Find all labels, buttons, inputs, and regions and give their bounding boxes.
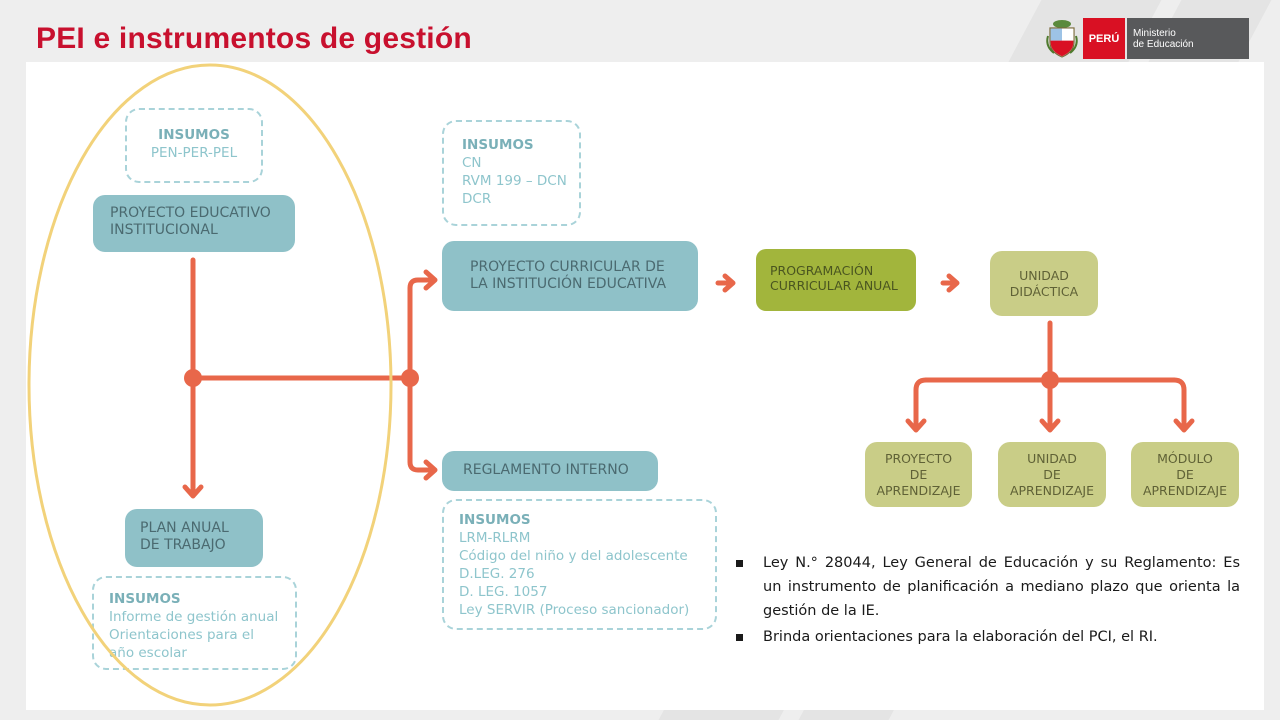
box-line: APRENDIZAJE <box>1142 482 1228 498</box>
box-line: PROGRAMACIÓN <box>770 263 874 278</box>
pei-box: PROYECTO EDUCATIVO INSTITUCIONAL <box>93 195 295 252</box>
pcie-inputs-box: INSUMOS CN RVM 199 – DCN DCR <box>442 120 581 226</box>
box-line: CURRICULAR ANUAL <box>770 278 898 293</box>
arrowhead-pcie <box>423 269 438 291</box>
connector-branch-pcie <box>407 277 435 381</box>
inputs-line: Ley SERVIR (Proceso sancionador) <box>459 602 690 618</box>
inputs-line: LRM-RLRM <box>459 530 531 546</box>
pca-box: PROGRAMACIÓN CURRICULAR ANUAL <box>756 249 916 311</box>
inputs-line: CN <box>462 155 482 171</box>
ud-box: UNIDAD DIDÁCTICA <box>990 251 1098 316</box>
box-line: UNIDAD <box>1027 450 1077 466</box>
ri-inputs-box: INSUMOS LRM-RLRM Código del niño y del a… <box>442 499 717 630</box>
connector-branch-ri <box>407 375 435 473</box>
ministry-logo: PERÚ Ministerio de Educación <box>1046 18 1249 59</box>
peru-label: PERÚ <box>1083 18 1125 59</box>
junction-dot <box>1041 371 1059 389</box>
box-line: PROYECTO EDUCATIVO <box>110 205 271 221</box>
proyecto-box: PROYECTO DE APRENDIZAJE <box>865 442 972 507</box>
pat-box: PLAN ANUAL DE TRABAJO <box>125 509 263 567</box>
box-line: APRENDIZAJE <box>876 482 961 498</box>
coat-of-arms-icon <box>1046 20 1078 58</box>
arrowhead-ri <box>423 459 438 481</box>
inputs-line: PEN-PER-PEL <box>150 145 238 161</box>
box-line: APRENDIZAJE <box>1009 482 1095 498</box>
box-line: DE <box>909 466 928 482</box>
arrowhead-modulo <box>1173 418 1195 433</box>
modulo-box: MÓDULO DE APRENDIZAJE <box>1131 442 1239 507</box>
box-line: UNIDAD <box>1019 267 1069 283</box>
inputs-line: D. LEG. 1057 <box>459 584 548 600</box>
box-line: INSTITUCIONAL <box>110 222 218 238</box>
box-line: DIDÁCTICA <box>1009 283 1079 299</box>
box-line: DE <box>1176 466 1194 482</box>
box-line: DE TRABAJO <box>140 537 226 553</box>
box-line: LA INSTITUCIÓN EDUCATIVA <box>470 276 667 292</box>
box-line: DE <box>1043 466 1061 482</box>
connector-to-modulo <box>1171 377 1187 431</box>
ministry-line: de Educación <box>1133 38 1194 50</box>
inputs-line: DCR <box>462 191 492 207</box>
unidad-box: UNIDAD DE APRENDIZAJE <box>998 442 1106 507</box>
inputs-line: D.LEG. 276 <box>459 566 535 582</box>
pei-inputs-box: INSUMOS PEN-PER-PEL <box>125 108 263 183</box>
note-bullet: Ley N.° 28044, Ley General de Educación … <box>736 551 1240 623</box>
inputs-heading: INSUMOS <box>158 127 230 143</box>
box-line: MÓDULO <box>1157 450 1213 466</box>
ministry-label: Ministerio de Educación <box>1127 18 1249 59</box>
pcie-box: PROYECTO CURRICULAR DE LA INSTITUCIÓN ED… <box>442 241 698 311</box>
junction-dot <box>184 369 202 387</box>
inputs-line: Informe de gestión anual <box>109 609 279 625</box>
note-bullet: Brinda orientaciones para la elaboración… <box>736 625 1240 649</box>
inputs-line: RVM 199 – DCN <box>462 173 567 189</box>
junction-dot <box>401 369 419 387</box>
pat-inputs-box: INSUMOS Informe de gestión anual Orienta… <box>92 576 297 670</box>
box-line: PROYECTO <box>884 450 953 466</box>
arrowhead-unidad <box>1039 418 1061 433</box>
arrowhead-proyecto <box>905 418 927 433</box>
inputs-heading: INSUMOS <box>462 137 534 153</box>
slide-title: PEI e instrumentos de gestión <box>36 22 472 55</box>
inputs-line: Orientaciones para el <box>109 627 254 643</box>
inputs-line: año escolar <box>109 645 187 661</box>
box-line: REGLAMENTO INTERNO <box>463 462 629 478</box>
arrowhead-pca <box>722 273 736 293</box>
connector-to-proyecto <box>913 377 929 431</box>
inputs-heading: INSUMOS <box>459 512 531 528</box>
box-line: PROYECTO CURRICULAR DE <box>470 259 665 275</box>
box-line: PLAN ANUAL <box>140 520 229 536</box>
arrowhead-ud <box>946 273 960 293</box>
inputs-heading: INSUMOS <box>109 591 181 607</box>
notes-list: Ley N.° 28044, Ley General de Educación … <box>736 551 1240 649</box>
ministry-line: Ministerio <box>1133 27 1176 39</box>
inputs-line: Código del niño y del adolescente <box>459 548 688 564</box>
ri-box: REGLAMENTO INTERNO <box>442 451 658 491</box>
